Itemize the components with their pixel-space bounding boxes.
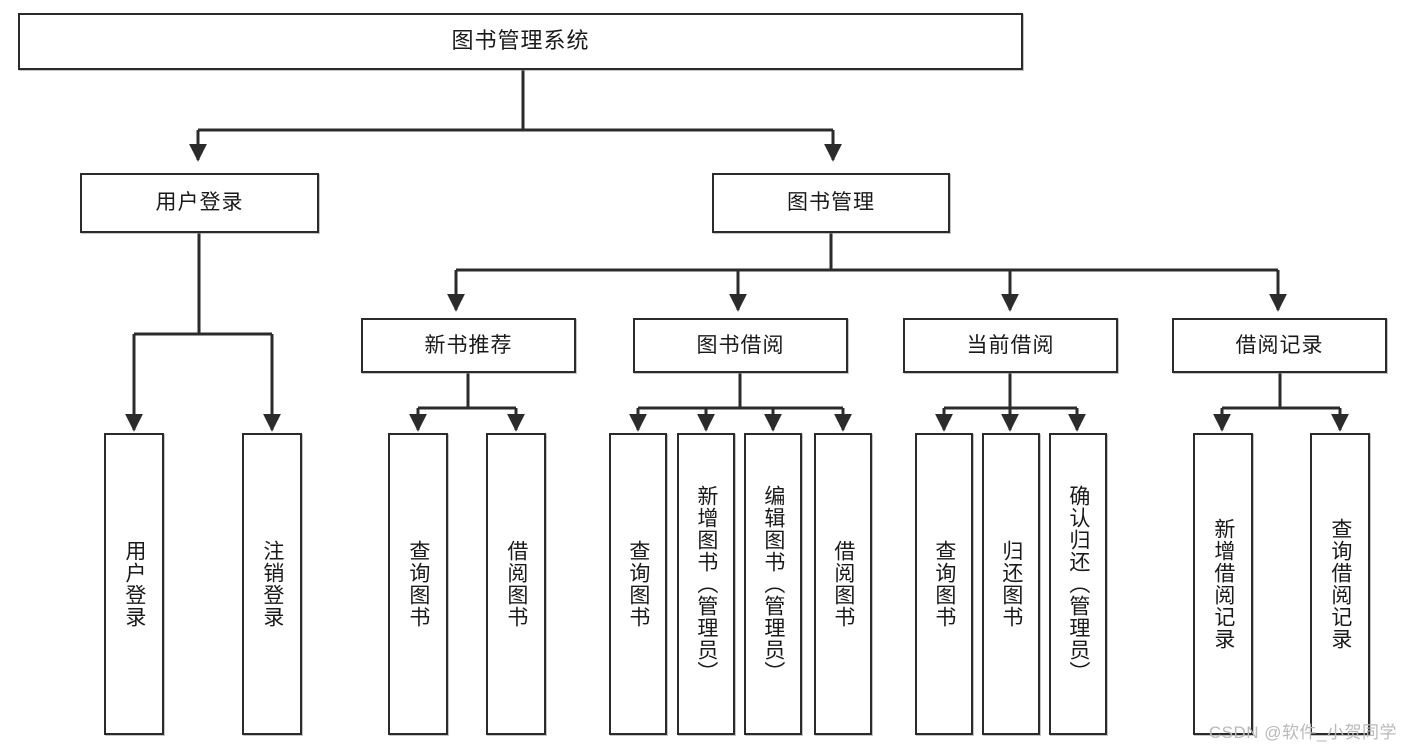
node-label: 图书借阅 xyxy=(696,333,785,357)
node-label: 查询图书 xyxy=(626,540,650,628)
node-label: 查询借阅记录 xyxy=(1328,518,1352,650)
leaf-add-borrow-record[interactable]: 新增借阅记录 xyxy=(1193,433,1253,735)
leaf-user-login[interactable]: 用户登录 xyxy=(104,433,164,735)
leaf-query-book-recommend[interactable]: 查询图书 xyxy=(388,433,448,735)
node-label: 图书管理系统 xyxy=(451,28,590,54)
node-label: 新增图书（管理员） xyxy=(694,485,718,683)
node-label: 查询图书 xyxy=(932,540,956,628)
leaf-return-book[interactable]: 归还图书 xyxy=(982,433,1040,735)
node-label: 图书管理 xyxy=(787,191,875,215)
node-label: 注销登录 xyxy=(260,540,284,628)
node-label: 归还图书 xyxy=(999,540,1023,628)
node-root-system[interactable]: 图书管理系统 xyxy=(18,13,1023,70)
node-label: 新增借阅记录 xyxy=(1211,518,1235,650)
node-label: 当前借阅 xyxy=(966,333,1055,357)
node-label: 新书推荐 xyxy=(424,333,513,357)
leaf-add-book-admin[interactable]: 新增图书（管理员） xyxy=(677,433,735,735)
node-book-management[interactable]: 图书管理 xyxy=(712,173,950,233)
leaf-logout[interactable]: 注销登录 xyxy=(242,433,302,735)
leaf-query-borrow-record[interactable]: 查询借阅记录 xyxy=(1310,433,1370,735)
node-label: 确认归还（管理员） xyxy=(1066,485,1090,683)
node-label: 借阅图书 xyxy=(831,540,855,628)
node-user-login[interactable]: 用户登录 xyxy=(80,173,319,233)
leaf-borrow-book[interactable]: 借阅图书 xyxy=(814,433,872,735)
node-book-borrow[interactable]: 图书借阅 xyxy=(633,318,848,373)
node-label: 用户登录 xyxy=(122,540,146,628)
leaf-confirm-return-admin[interactable]: 确认归还（管理员） xyxy=(1049,433,1107,735)
node-label: 借阅图书 xyxy=(504,540,528,628)
node-label: 借阅记录 xyxy=(1235,333,1324,357)
node-current-borrow[interactable]: 当前借阅 xyxy=(903,318,1118,373)
node-new-book-recommend[interactable]: 新书推荐 xyxy=(361,318,576,373)
node-label: 用户登录 xyxy=(155,191,244,215)
node-borrow-record[interactable]: 借阅记录 xyxy=(1172,318,1387,373)
node-label: 查询图书 xyxy=(406,540,430,628)
watermark: CSDN @软件_小贺同学 xyxy=(1208,723,1397,742)
leaf-borrow-book-recommend[interactable]: 借阅图书 xyxy=(486,433,546,735)
node-label: 编辑图书（管理员） xyxy=(761,485,785,683)
leaf-edit-book-admin[interactable]: 编辑图书（管理员） xyxy=(744,433,802,735)
leaf-query-book-borrow[interactable]: 查询图书 xyxy=(609,433,667,735)
leaf-query-book-current[interactable]: 查询图书 xyxy=(915,433,973,735)
